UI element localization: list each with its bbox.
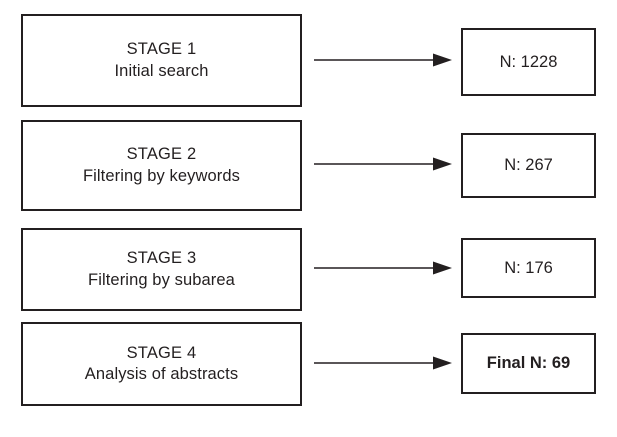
stage-box-3: STAGE 3 Filtering by subarea [21, 228, 302, 311]
result-box-3: N: 176 [461, 238, 596, 298]
right-arrow-icon-1 [314, 52, 454, 68]
stage-title-2: STAGE 2 [126, 145, 197, 164]
result-label-4: Final N: 69 [486, 354, 571, 372]
stage-title-4: STAGE 4 [126, 343, 197, 362]
right-arrow-icon-3 [314, 260, 454, 276]
stage-title-1: STAGE 1 [126, 40, 197, 59]
right-arrow-icon-4 [314, 355, 454, 371]
stage-box-2: STAGE 2 Filtering by keywords [21, 120, 302, 211]
stage-description-4: Analysis of abstracts [84, 365, 239, 383]
result-box-4: Final N: 69 [461, 333, 596, 394]
stage-box-1: STAGE 1 Initial search [21, 14, 302, 107]
stage-description-2: Filtering by keywords [82, 166, 241, 185]
right-arrow-icon-2 [314, 156, 454, 172]
result-box-1: N: 1228 [461, 28, 596, 96]
stage-title-3: STAGE 3 [126, 249, 197, 268]
result-label-1: N: 1228 [499, 52, 558, 71]
stage-description-1: Initial search [114, 61, 209, 80]
result-label-3: N: 176 [504, 258, 553, 277]
result-label-2: N: 267 [504, 156, 553, 174]
stage-description-3: Filtering by subarea [88, 270, 235, 289]
result-box-2: N: 267 [461, 133, 596, 198]
stage-box-4: STAGE 4 Analysis of abstracts [21, 322, 302, 406]
